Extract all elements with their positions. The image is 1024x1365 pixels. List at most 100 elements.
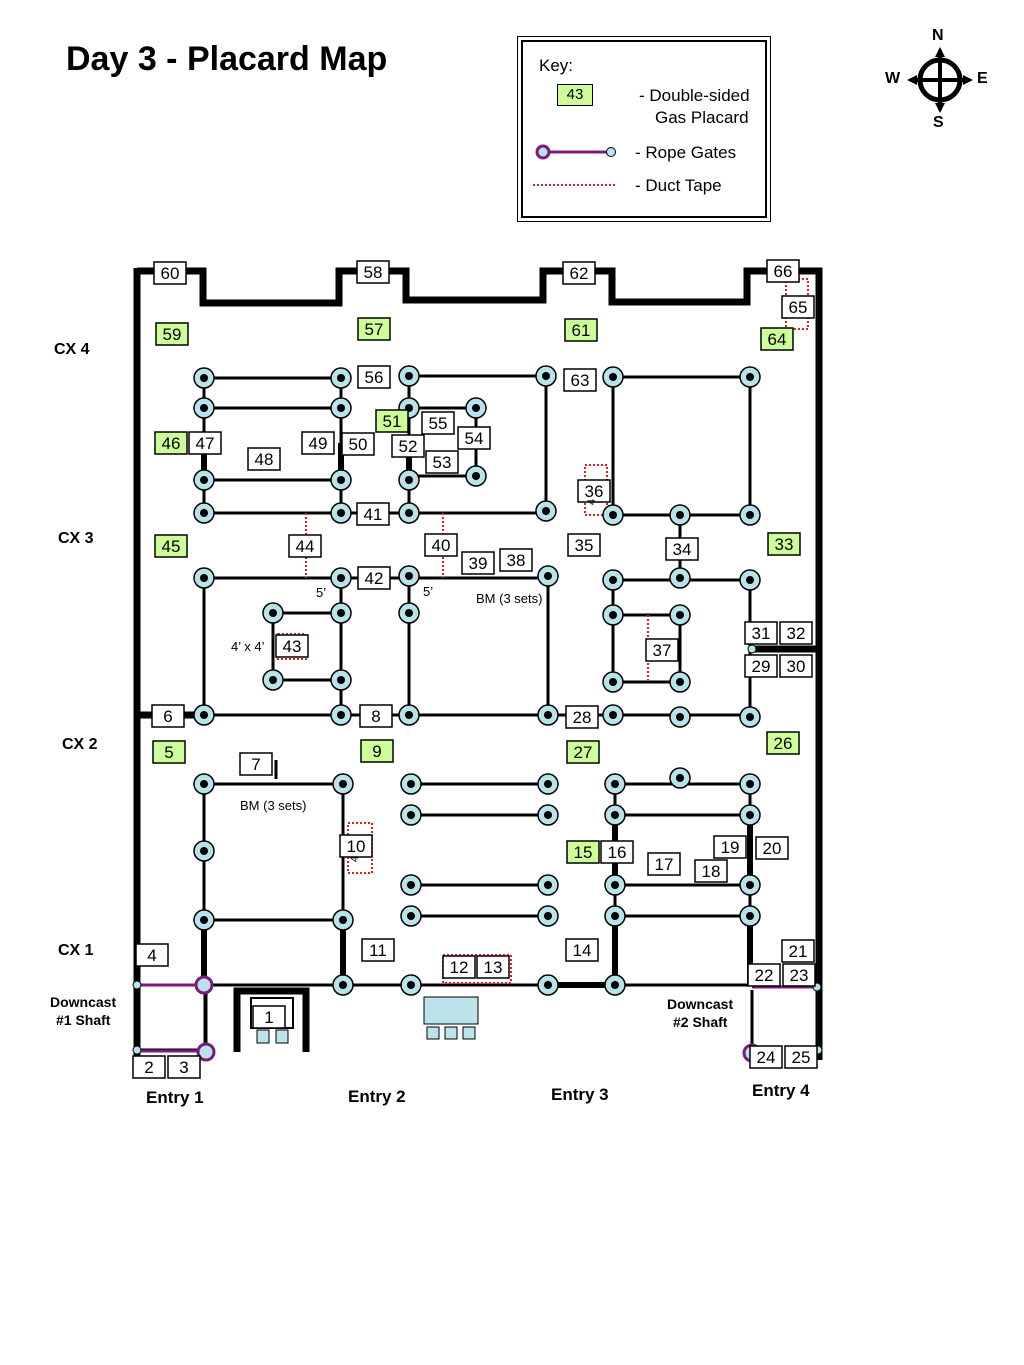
- placard-box: [782, 963, 816, 987]
- placard-box: [360, 739, 394, 763]
- placard-box: [713, 835, 747, 859]
- placard-number: 14: [573, 941, 592, 960]
- placard-number: 43: [283, 637, 302, 656]
- placard-number: 34: [673, 540, 692, 559]
- placard-box: [760, 327, 794, 351]
- placard-number: 32: [787, 624, 806, 643]
- node-center: [200, 574, 208, 582]
- compass-north: N: [932, 27, 944, 44]
- node-center: [407, 881, 415, 889]
- placard: 23: [782, 963, 816, 987]
- key-rope-desc: - Rope Gates: [635, 143, 737, 162]
- rope-gate-post: [196, 1042, 216, 1062]
- placard: 54: [457, 426, 491, 450]
- entry-label-1: Entry 1: [146, 1088, 204, 1107]
- placard-number: 45: [162, 537, 181, 556]
- node-center: [407, 780, 415, 788]
- gas-placard: 9: [360, 739, 394, 763]
- node-center: [746, 912, 754, 920]
- node-center: [339, 981, 347, 989]
- placard-box: [563, 368, 597, 392]
- node-center: [405, 572, 413, 580]
- node-center: [337, 404, 345, 412]
- placard-box: [132, 1055, 166, 1079]
- placard: 48: [247, 447, 281, 471]
- vertical-note-10: 4: [349, 855, 362, 863]
- placard-box: [425, 450, 459, 474]
- placard-number: 16: [608, 843, 627, 862]
- placard: 60: [153, 261, 187, 285]
- node-center: [746, 713, 754, 721]
- placard-box: [357, 566, 391, 590]
- placard-number: 25: [792, 1048, 811, 1067]
- placard-number: 6: [163, 707, 172, 726]
- placard-number: 30: [787, 657, 806, 676]
- entry-label-4: Entry 4: [752, 1081, 810, 1100]
- placard-box: [155, 322, 189, 346]
- crosscut-label-cx1: CX 1: [58, 942, 94, 959]
- placard: 11: [361, 938, 395, 962]
- placard-box: [154, 534, 188, 558]
- placard-number: 56: [365, 368, 384, 387]
- placard: 2: [132, 1055, 166, 1079]
- gas-placard: 27: [566, 740, 600, 764]
- placard-box: [288, 534, 322, 558]
- placard: 52: [391, 434, 425, 458]
- rope-gate-post: [194, 975, 214, 995]
- placard-box: [499, 548, 533, 572]
- placard-number: 51: [383, 412, 402, 431]
- node-center: [269, 609, 277, 617]
- placard: 41: [356, 502, 390, 526]
- placard-box: [779, 621, 813, 645]
- compass-icon: [907, 47, 973, 113]
- placard-number: 59: [163, 325, 182, 344]
- placard-number: 4: [147, 946, 156, 965]
- placard-box: [744, 654, 778, 678]
- page-title: Day 3 - Placard Map: [66, 40, 388, 78]
- placard-number: 19: [721, 838, 740, 857]
- placard: 66: [766, 259, 800, 283]
- placard-number: 49: [309, 434, 328, 453]
- placard-box: [577, 479, 611, 503]
- placard-number: 20: [763, 839, 782, 858]
- equipment: [250, 996, 479, 1044]
- node-center: [611, 780, 619, 788]
- placard: 6: [151, 704, 185, 728]
- placard-box: [694, 859, 728, 883]
- placard-number: 54: [465, 429, 484, 448]
- placard-box: [357, 365, 391, 389]
- dimension-right: 5’: [423, 584, 434, 599]
- placard-number: 60: [161, 264, 180, 283]
- placard-number: 35: [575, 536, 594, 555]
- compass-south: S: [933, 114, 944, 131]
- entry-label-2: Entry 2: [348, 1087, 406, 1106]
- node-center: [472, 404, 480, 412]
- placard: 42: [357, 566, 391, 590]
- placard: 63: [563, 368, 597, 392]
- placard-box: [781, 939, 815, 963]
- placard: 17: [647, 852, 681, 876]
- placard-box: [565, 705, 599, 729]
- placard-number: 62: [570, 264, 589, 283]
- placard-box: [766, 259, 800, 283]
- rope-gate-end: [132, 980, 142, 990]
- node-center: [676, 511, 684, 519]
- gas-placard: 46: [154, 431, 188, 455]
- key-tape-desc: - Duct Tape: [635, 176, 722, 195]
- node-center: [200, 476, 208, 484]
- placard-box: [167, 1055, 201, 1079]
- placard-box: [341, 432, 375, 456]
- placard-number: 18: [702, 862, 721, 881]
- node-center: [609, 678, 617, 686]
- placard-number: 64: [768, 330, 787, 349]
- placard-box: [442, 955, 476, 979]
- placard: 37: [645, 638, 679, 662]
- placard: 50: [341, 432, 375, 456]
- placard-number: 26: [774, 734, 793, 753]
- node-center: [200, 847, 208, 855]
- gas-placard: 51: [375, 409, 409, 433]
- placard: 34: [665, 537, 699, 561]
- placard: 20: [755, 836, 789, 860]
- placard-number: 48: [255, 450, 274, 469]
- placard-box: [359, 704, 393, 728]
